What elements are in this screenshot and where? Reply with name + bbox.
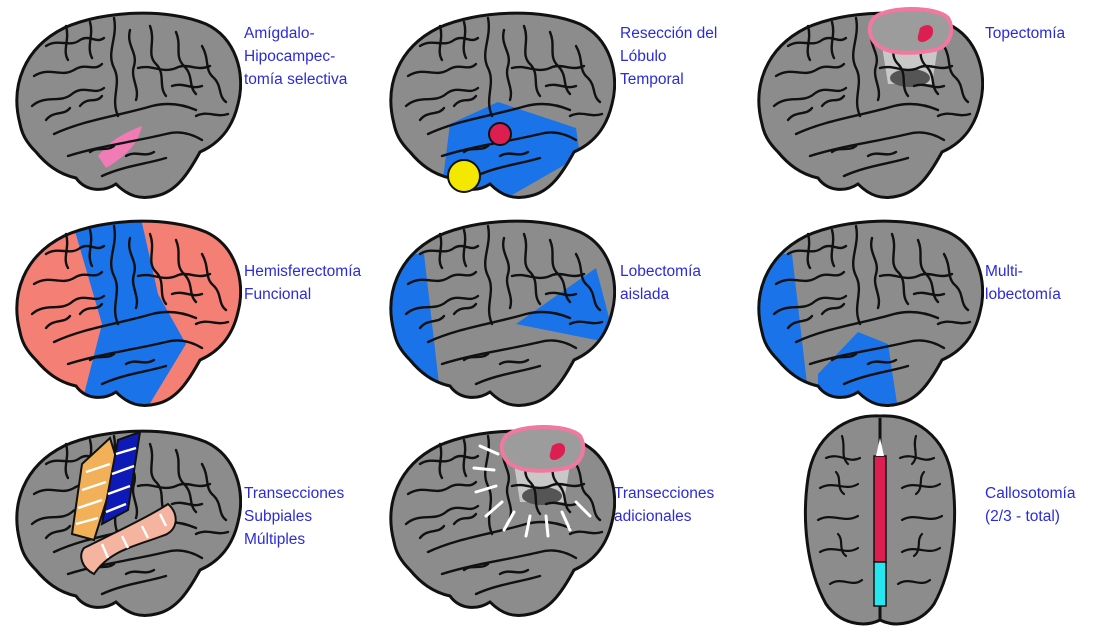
label-callosotomia: Callosotomía (2/3 - total) [985,482,1075,528]
brain-lobectomia [380,214,616,410]
callosotomy-posterior-segment [874,562,886,606]
brain-amigdalo-hipocampectomia [6,6,242,202]
brain-reseccion-temporal [380,6,616,202]
callosotomy-anterior-segment [874,456,886,562]
brain-hemisferectomia [6,214,242,410]
resection-window [502,427,583,471]
label-transecciones-adicionales: Transecciones adicionales [614,482,714,528]
brain-multilobectomia [748,214,984,410]
label-reseccion-lobulo-temporal: Resección del Lóbulo Temporal [620,22,717,91]
label-hemisferectomia-funcional: Hemisferectomía Funcional [244,260,361,306]
amygdala-marker [489,123,511,145]
label-topectomia: Topectomía [985,22,1065,45]
brain-transecciones-adicionales [380,424,616,620]
label-transecciones-subpiales: Transecciones Subpiales Múltiples [244,482,344,551]
label-multilobectomia: Multi- lobectomía [985,260,1061,306]
brain-topectomia [748,6,984,202]
resection-window [870,9,951,53]
label-lobectomia-aislada: Lobectomía aislada [620,260,701,306]
brain-transecciones-subpiales [6,424,242,620]
brain-callosotomia-top-view [796,408,966,632]
temporal-pole-marker [448,160,480,192]
label-amigdalo-hipocampectomia: Amígdalo- Hipocampec- tomía selectiva [244,22,347,91]
